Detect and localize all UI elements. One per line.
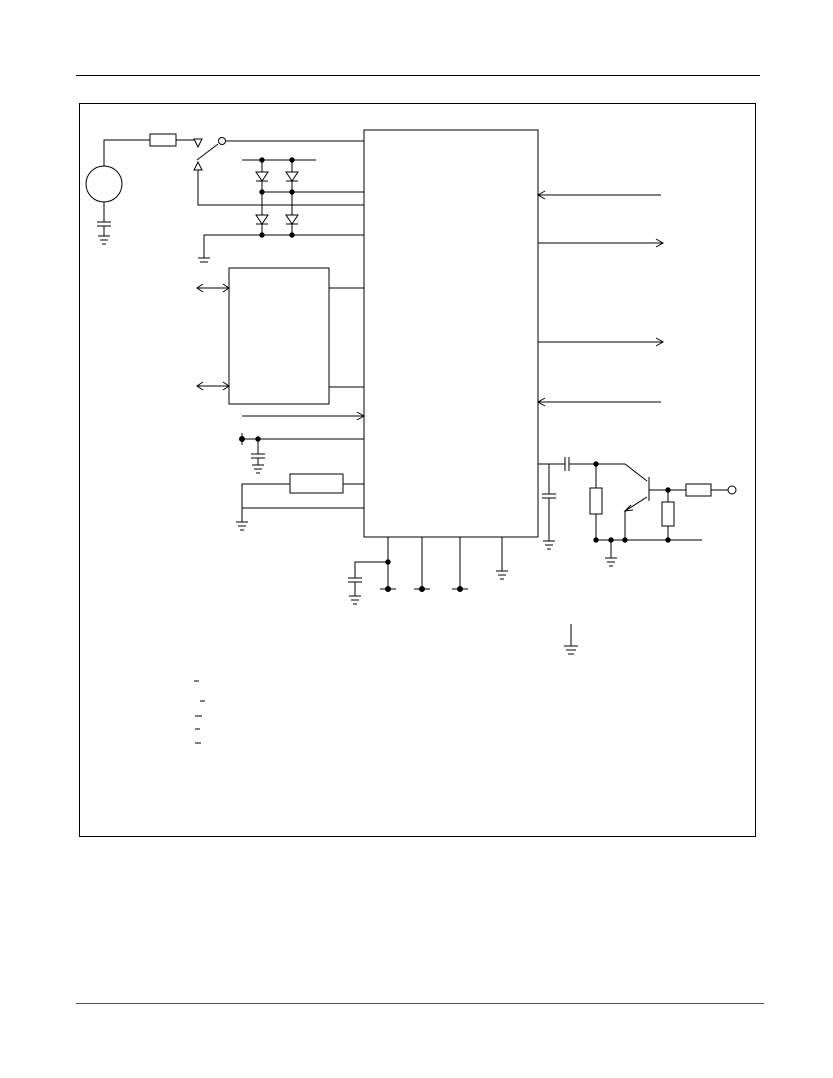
- output-terminal-icon: [728, 486, 736, 494]
- ground-icon: [349, 596, 361, 604]
- series-resistor-icon: [150, 134, 176, 146]
- npn-transistor-icon: [625, 464, 649, 540]
- header-rule: [76, 75, 760, 76]
- footer-rule: [76, 1003, 764, 1004]
- bidirectional-arrow-icon: [197, 284, 229, 292]
- diode-icon: [286, 172, 298, 181]
- ground-icon: [98, 236, 110, 244]
- resistor-icon: [290, 474, 343, 493]
- signal-source: [86, 134, 194, 244]
- ground-icon: [496, 571, 508, 579]
- ground-icon: [605, 558, 617, 566]
- output-arrow-icon: [538, 239, 663, 247]
- left-input-pins: [236, 412, 364, 530]
- capacitor-icon: [251, 454, 265, 458]
- auxiliary-block-group: [197, 268, 364, 404]
- main-ic-block: [364, 130, 538, 537]
- resistor-icon: [686, 484, 711, 496]
- ic-bottom-pins: [348, 537, 508, 604]
- input-arrow-icon: [538, 191, 661, 199]
- capacitor-icon: [97, 222, 111, 226]
- notes-overbar-marks: [194, 681, 205, 743]
- auxiliary-block: [229, 268, 329, 404]
- output-arrow-icon: [538, 338, 663, 346]
- ground-icon: [236, 522, 248, 530]
- diode-icon: [286, 215, 298, 224]
- signal-source-icon: [86, 166, 122, 202]
- capacitor-icon: [565, 457, 569, 471]
- diode-icon: [256, 172, 268, 181]
- bidirectional-arrow-icon: [197, 382, 229, 390]
- capacitor-icon: [542, 494, 556, 498]
- ground-icon: [198, 258, 210, 262]
- input-arrow-icon: [242, 412, 364, 420]
- resistor-icon: [590, 488, 602, 514]
- legend-ground-icon: [564, 624, 578, 654]
- ground-icon: [543, 541, 555, 549]
- resistor-icon: [662, 502, 674, 526]
- toggle-switch-icon[interactable]: [194, 138, 364, 206]
- diode-icon: [256, 215, 268, 224]
- input-arrow-icon: [538, 398, 661, 406]
- capacitor-icon: [348, 578, 362, 582]
- output-stage: [538, 457, 736, 566]
- diode-clamp-network: [198, 158, 364, 262]
- ground-icon: [252, 465, 264, 473]
- figure-frame: [79, 103, 756, 837]
- right-signal-lines: [538, 191, 663, 406]
